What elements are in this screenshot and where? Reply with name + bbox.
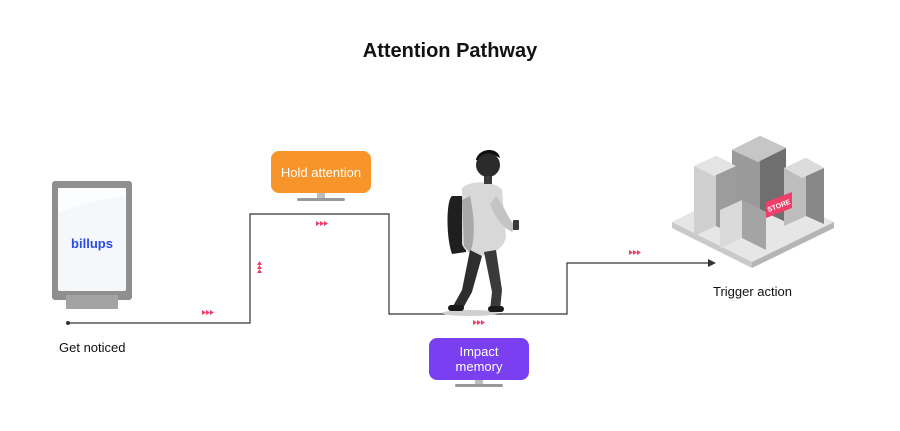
person-leg-left — [452, 250, 482, 310]
city-building-front — [720, 200, 742, 248]
person-head — [476, 153, 500, 177]
city-store-illustration — [672, 136, 834, 268]
page-title: Attention Pathway — [362, 40, 538, 62]
hold-attention-label: Hold attention — [280, 164, 362, 180]
hold-pill-stand — [317, 193, 325, 198]
hold-attention-pill: Hold attention — [271, 151, 371, 193]
arrow-mark — [257, 261, 262, 273]
impact-memory-label: Impact memory — [455, 344, 503, 374]
city-building-right-roof — [784, 158, 824, 178]
arrow-mark — [629, 250, 641, 255]
city-building-left-front — [694, 156, 716, 236]
impact-pill-stand — [475, 380, 483, 384]
trigger-action-label: Trigger action — [713, 284, 792, 299]
impact-memory-pill: Impact memory — [429, 338, 529, 380]
person-backpack — [447, 196, 466, 254]
person-phone — [513, 220, 519, 230]
billboard-screen — [58, 188, 126, 291]
person-jacket-shade — [462, 196, 474, 252]
person-shoe-left — [448, 305, 464, 311]
billboard — [52, 181, 132, 309]
pathway-line — [68, 213, 708, 324]
store-sign-board — [766, 192, 792, 218]
hold-pill-base — [297, 198, 345, 201]
get-noticed-label: Get noticed — [59, 340, 126, 355]
person-leg-right — [484, 250, 502, 310]
billboard-base — [66, 295, 118, 309]
pathway-start-dot — [66, 321, 70, 325]
walking-person-figure — [442, 149, 519, 316]
person-shadow — [442, 310, 498, 316]
pathway-end-arrow — [708, 259, 716, 267]
billboard-gloss — [58, 188, 126, 212]
arrow-mark — [473, 320, 485, 325]
person-hair — [476, 149, 500, 160]
city-ground-edge-right — [752, 222, 834, 268]
person-neck — [484, 176, 492, 184]
city-tower-roof — [732, 136, 786, 162]
person-arm — [490, 196, 516, 232]
city-building-left-roof — [694, 156, 736, 176]
city-building-right-side — [806, 158, 824, 224]
arrow-mark — [316, 221, 328, 226]
city-building-front-side — [742, 200, 766, 250]
person-shoe-right — [488, 306, 504, 312]
city-ground-edge-left — [672, 222, 752, 268]
arrow-mark — [202, 310, 214, 315]
impact-pill-base — [455, 384, 503, 387]
billboard-brand-logo: billups — [71, 236, 113, 251]
